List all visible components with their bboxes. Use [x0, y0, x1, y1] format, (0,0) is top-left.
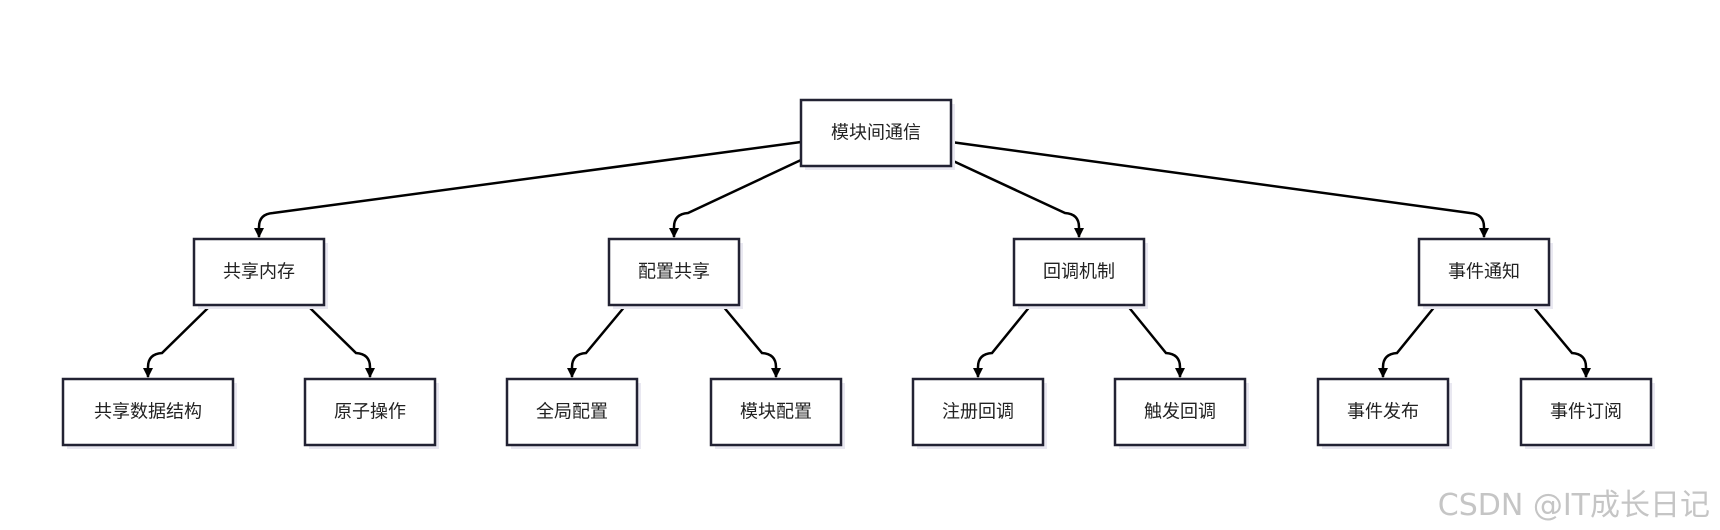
root-node-box [799, 98, 953, 168]
leaf-node-1-1-box [61, 377, 235, 447]
edge-branch-4-to-leaf-1 [1378, 304, 1437, 378]
branch-node-3: 回调机制 [1012, 237, 1148, 309]
leaf-node-2-1: 全局配置 [505, 377, 641, 449]
branch-node-1-label: 共享内存 [223, 262, 295, 283]
leaf-node-1-2: 原子操作 [303, 377, 439, 449]
edge-root-to-branch-3 [950, 158, 1084, 238]
leaf-node-2-1-label: 全局配置 [536, 402, 608, 423]
edge-root-to-branch-1 [254, 140, 802, 238]
edge-root-to-branch-2 [669, 158, 802, 238]
branch-node-3-label: 回调机制 [1043, 262, 1115, 283]
leaf-node-3-2-label: 触发回调 [1144, 402, 1216, 423]
branch-node-4-label: 事件通知 [1448, 262, 1520, 283]
leaf-node-4-1-box [1316, 377, 1450, 447]
leaf-node-4-1: 事件发布 [1316, 377, 1452, 449]
leaf-node-4-2: 事件订阅 [1519, 377, 1655, 449]
edge-branch-4-to-leaf-2 [1531, 304, 1591, 378]
leaf-node-2-1-box [505, 377, 639, 447]
edge-branch-1-to-leaf-1 [143, 304, 212, 378]
leaf-node-3-1: 注册回调 [911, 377, 1047, 449]
root-node: 模块间通信 [799, 98, 955, 170]
branch-node-4: 事件通知 [1417, 237, 1553, 309]
leaf-node-4-2-box [1519, 377, 1653, 447]
edge-branch-1-to-leaf-2 [306, 304, 375, 378]
leaf-node-3-2-box [1113, 377, 1247, 447]
leaf-node-4-2-label: 事件订阅 [1550, 402, 1622, 423]
edge-branch-3-to-leaf-2 [1126, 304, 1185, 378]
branch-node-3-box [1012, 237, 1146, 307]
edges-layer [143, 140, 1591, 378]
branch-node-1: 共享内存 [192, 237, 328, 309]
leaf-node-4-1-label: 事件发布 [1347, 402, 1419, 423]
leaf-node-1-2-box [303, 377, 437, 447]
leaf-node-3-2: 触发回调 [1113, 377, 1249, 449]
edge-root-to-branch-4 [950, 140, 1489, 238]
leaf-node-1-2-label: 原子操作 [334, 402, 406, 423]
leaf-node-2-2-box [709, 377, 843, 447]
leaf-node-3-1-label: 注册回调 [942, 402, 1014, 423]
branch-node-2-box [607, 237, 741, 307]
branch-node-2-label: 配置共享 [638, 262, 710, 283]
branch-node-2: 配置共享 [607, 237, 743, 309]
leaf-node-1-1: 共享数据结构 [61, 377, 237, 449]
edge-branch-3-to-leaf-1 [973, 304, 1032, 378]
leaf-node-2-2-label: 模块配置 [740, 402, 812, 423]
branch-node-1-box [192, 237, 326, 307]
branch-node-4-box [1417, 237, 1551, 307]
edge-branch-2-to-leaf-2 [721, 304, 781, 378]
watermark: CSDN @IT成长日记 [1437, 488, 1710, 523]
leaf-node-3-1-box [911, 377, 1045, 447]
root-node-label: 模块间通信 [831, 123, 921, 144]
edge-branch-2-to-leaf-1 [567, 304, 627, 378]
leaf-node-2-2: 模块配置 [709, 377, 845, 449]
leaf-node-1-1-label: 共享数据结构 [94, 402, 202, 423]
